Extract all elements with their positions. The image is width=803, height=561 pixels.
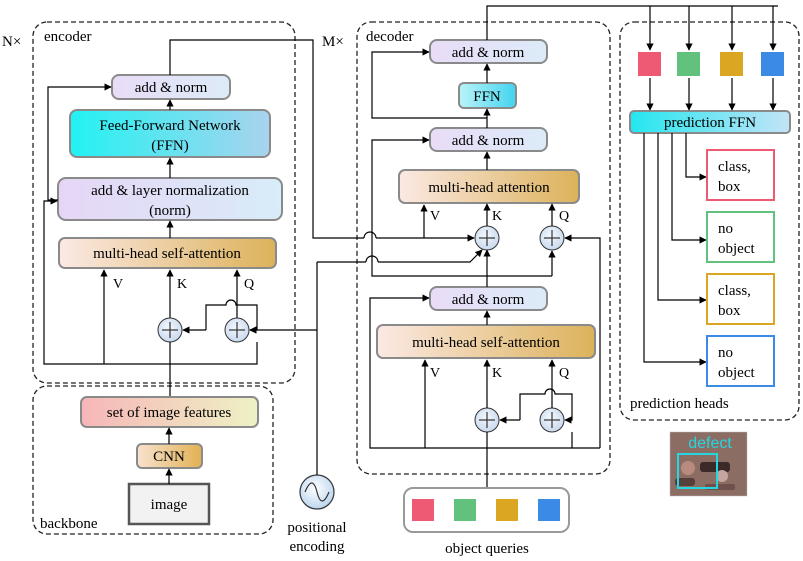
encoder-add-norm-label: add & norm	[135, 80, 208, 96]
prediction-output-box: no object	[706, 211, 775, 263]
image-features-label: set of image features	[107, 405, 232, 421]
encoder-v-label: V	[113, 277, 123, 292]
prediction-output-box: class, box	[706, 273, 775, 325]
backbone-container	[32, 385, 274, 535]
decoder-mha-label: multi-head attention	[428, 180, 550, 196]
decoder-add-norm-top-box	[429, 39, 548, 64]
decoder-k-top-label: K	[492, 209, 502, 224]
prediction-output-line1: class,	[718, 283, 751, 299]
object-query-square	[538, 499, 560, 521]
image-features-box	[80, 396, 259, 428]
prediction-heads-title: prediction heads	[630, 396, 729, 412]
decoder-add-k-top	[474, 225, 500, 251]
prediction-output-box: class, box	[706, 149, 775, 201]
encoder-k-label: K	[177, 277, 187, 292]
prediction-head-square	[677, 52, 700, 76]
decoder-v-top-label: V	[430, 209, 440, 224]
object-query-square	[496, 499, 518, 521]
prediction-head-square	[761, 52, 784, 76]
positional-encoding-label-line1: positional	[287, 520, 346, 536]
prediction-output-line1: no	[718, 345, 733, 361]
prediction-output-line1: no	[718, 221, 733, 237]
cnn-label: CNN	[153, 449, 185, 465]
image-label: image	[151, 497, 188, 513]
encoder-add-q	[224, 317, 250, 343]
defect-thumbnail: defect	[669, 431, 748, 497]
decoder-add-norm-top-label: add & norm	[452, 45, 525, 61]
decoder-q-top-label: Q	[559, 209, 569, 224]
decoder-k-low-label: K	[492, 366, 502, 381]
defect-label: defect	[688, 435, 732, 452]
prediction-ffn-label: prediction FFN	[664, 115, 756, 131]
decoder-add-k-low	[474, 407, 500, 433]
image-box	[127, 482, 211, 526]
decoder-title: decoder	[366, 29, 413, 45]
prediction-output-line2: box	[718, 303, 741, 319]
encoder-container	[32, 21, 296, 384]
encoder-repeat-label: N×	[2, 34, 21, 50]
prediction-head-square	[638, 52, 661, 76]
decoder-add-norm-low-label: add & norm	[452, 292, 525, 308]
encoder-mhsa-box	[58, 237, 277, 269]
decoder-v-low-label: V	[430, 366, 440, 381]
encoder-ffn-label-line2: (FFN)	[151, 138, 189, 154]
encoder-title: encoder	[44, 29, 91, 45]
encoder-add-norm-box	[111, 74, 231, 100]
encoder-layernorm-label-line1: add & layer normalization	[91, 183, 249, 199]
decoder-add-norm-mid-box	[429, 127, 548, 152]
encoder-add-k	[157, 317, 183, 343]
decoder-ffn-label: FFN	[473, 89, 501, 105]
decoder-q-low-label: Q	[559, 366, 569, 381]
prediction-output-line2: box	[718, 179, 741, 195]
backbone-title: backbone	[40, 516, 98, 532]
prediction-output-line2: object	[718, 241, 755, 257]
decoder-mhsa-label: multi-head self-attention	[412, 335, 560, 351]
prediction-head-square	[720, 52, 743, 76]
decoder-mhsa-box	[376, 324, 596, 359]
prediction-head-squares	[638, 52, 784, 76]
object-query-squares	[412, 499, 560, 521]
encoder-layernorm-label-line2: (norm)	[149, 203, 191, 219]
object-query-square	[454, 499, 476, 521]
prediction-outputs: class, box no object class, box no object	[706, 149, 775, 387]
decoder-add-norm-low-box	[429, 286, 548, 311]
positional-encoding-label-line2: encoding	[290, 539, 345, 555]
prediction-heads-container	[619, 21, 800, 421]
object-query-square	[412, 499, 434, 521]
decoder-repeat-label: M×	[322, 34, 344, 50]
decoder-add-q-low	[539, 407, 565, 433]
prediction-output-line2: object	[718, 365, 755, 381]
decoder-add-norm-mid-label: add & norm	[452, 133, 525, 149]
decoder-container	[356, 21, 611, 475]
decoder-add-q-top	[539, 225, 565, 251]
defect-bounding-box	[677, 453, 718, 489]
prediction-output-box: no object	[706, 335, 775, 387]
decoder-mha-box	[398, 169, 580, 204]
encoder-ffn-label-line1: Feed-Forward Network	[99, 118, 241, 134]
prediction-output-line1: class,	[718, 159, 751, 175]
encoder-mhsa-label: multi-head self-attention	[93, 246, 241, 262]
object-queries-label: object queries	[445, 541, 529, 557]
encoder-q-label: Q	[244, 277, 254, 292]
prediction-ffn-box	[629, 110, 791, 134]
object-queries-container	[403, 487, 570, 533]
